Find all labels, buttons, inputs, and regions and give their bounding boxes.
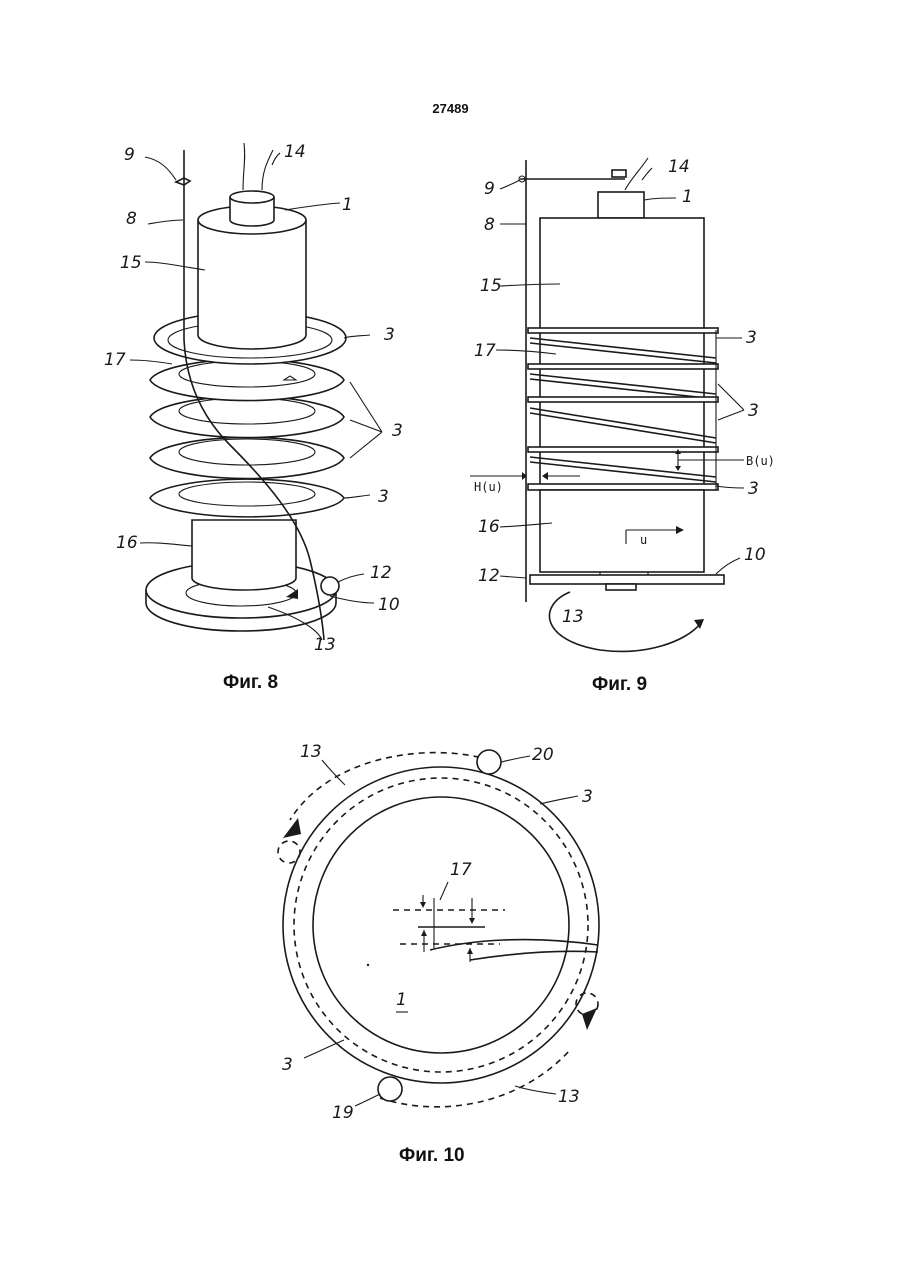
- fig8-label-3b: 3: [392, 421, 403, 441]
- fig10-inner-circle: [313, 797, 569, 1053]
- fig8-label-9: 9: [124, 145, 135, 165]
- fig9-label-8: 8: [484, 215, 495, 235]
- fig9-label-12: 12: [478, 566, 500, 586]
- fig10-thread: [430, 940, 598, 950]
- fig9-cable: [625, 158, 648, 190]
- fig9-base-plate: [530, 575, 724, 584]
- fig9-label-3c: 3: [748, 479, 759, 499]
- fig10-label-13a: 13: [300, 742, 322, 762]
- fig9-base-hub: [606, 584, 636, 590]
- fig8-label-3c: 3: [378, 487, 389, 507]
- fig10-label-3a: 3: [582, 787, 593, 807]
- fig8-label-17: 17: [104, 350, 126, 370]
- fig10-roller-19: [378, 1077, 402, 1101]
- fig8-label-15: 15: [120, 253, 142, 273]
- fig8-upper-cylinder: [198, 220, 306, 349]
- fig10-label-13b: 13: [558, 1087, 580, 1107]
- fig9-label-bu: B(u): [746, 454, 775, 468]
- fig9-label-3a: 3: [746, 328, 757, 348]
- fig9-label-hu: H(u): [474, 480, 503, 494]
- fig8-label-10: 10: [378, 595, 400, 615]
- fig10-arrow-left: [283, 818, 301, 838]
- fig9-caption: Фиг. 9: [592, 674, 647, 696]
- fig10-roller-20: [477, 750, 501, 774]
- fig10-path-bottom: [380, 1050, 570, 1107]
- fig9-label-13: 13: [562, 607, 584, 627]
- fig10-arrow-right: [582, 1008, 597, 1030]
- fig10-outer-circle: [283, 767, 599, 1083]
- fig8-label-16: 16: [116, 533, 138, 553]
- fig9-label-u: u: [640, 533, 647, 547]
- fig10-label-1: 1: [396, 990, 407, 1010]
- fig8-lower-cylinder: [192, 520, 296, 590]
- fig10-label-20: 20: [532, 745, 554, 765]
- fig9-label-10: 10: [744, 545, 766, 565]
- fig8-label-1: 1: [342, 195, 353, 215]
- fig8-label-14: 14: [284, 142, 306, 162]
- fig8-caption: Фиг. 8: [223, 672, 278, 694]
- fig8-label-13: 13: [314, 635, 336, 655]
- fig8-guide-roller: [321, 577, 339, 595]
- fig9-label-3b: 3: [748, 401, 759, 421]
- fig9-guide-clamp: [612, 170, 626, 177]
- fig9-label-17: 17: [474, 341, 496, 361]
- fig9-label-14: 14: [668, 157, 690, 177]
- fig9-motor: [598, 192, 644, 218]
- fig10-label-3b: 3: [282, 1055, 293, 1075]
- fig10-label-17: 17: [450, 860, 472, 880]
- fig10-dashed-circle: [294, 778, 588, 1072]
- fig8-label-12: 12: [370, 563, 392, 583]
- fig9-label-16: 16: [478, 517, 500, 537]
- fig10-label-19: 19: [332, 1103, 354, 1123]
- fig8-motor-top: [230, 191, 274, 203]
- fig8-thread-guide: [176, 178, 190, 185]
- fig8-label-8: 8: [126, 209, 137, 229]
- fig9-upper-cylinder: [540, 218, 704, 330]
- fig9-label-15: 15: [480, 276, 502, 296]
- fig9-drawing: 14 9 1 8 15 3 17 3 3 16 10 12 13 H(u) B(…: [470, 157, 775, 651]
- fig8-label-3a: 3: [384, 325, 395, 345]
- fig10-caption: Фиг. 10: [399, 1145, 465, 1167]
- fig8-drawing: 9 14 8 1 15 3 17 3 3 16 12 10 13: [104, 142, 403, 655]
- fig8-cable-a: [243, 143, 245, 190]
- fig9-label-1: 1: [682, 187, 693, 207]
- fig9-label-9: 9: [484, 179, 495, 199]
- fig8-cable-b: [262, 150, 273, 190]
- fig10-drawing: 13 20 3 17 1 3 19 13: [278, 742, 599, 1123]
